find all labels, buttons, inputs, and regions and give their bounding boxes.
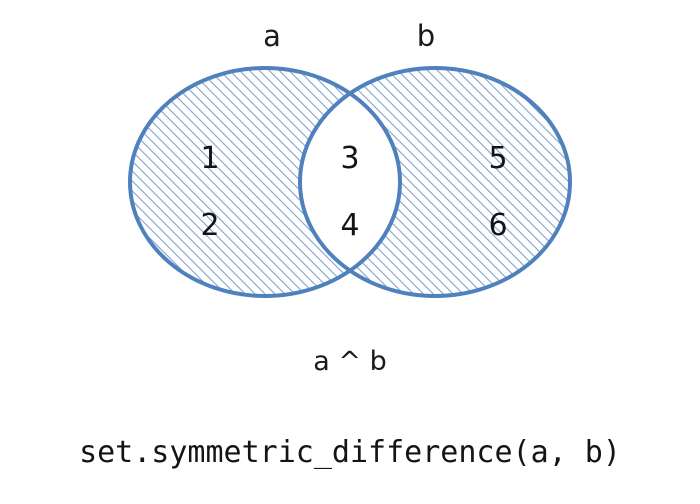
element-1: 1	[200, 141, 220, 176]
set-b-label: b	[416, 19, 436, 53]
expression-caption: a ^ b	[313, 346, 387, 377]
code-caption: set.symmetric_difference(a, b)	[79, 435, 621, 470]
set-b-ellipse-outline	[298, 66, 572, 298]
set-a-ellipse-outline	[128, 66, 402, 298]
set-a-label: a	[263, 19, 281, 53]
element-5: 5	[488, 141, 508, 176]
element-2: 2	[200, 208, 220, 243]
element-4: 4	[340, 208, 360, 243]
region-intersection	[300, 68, 400, 296]
element-3: 3	[340, 141, 360, 176]
element-6: 6	[488, 208, 508, 243]
